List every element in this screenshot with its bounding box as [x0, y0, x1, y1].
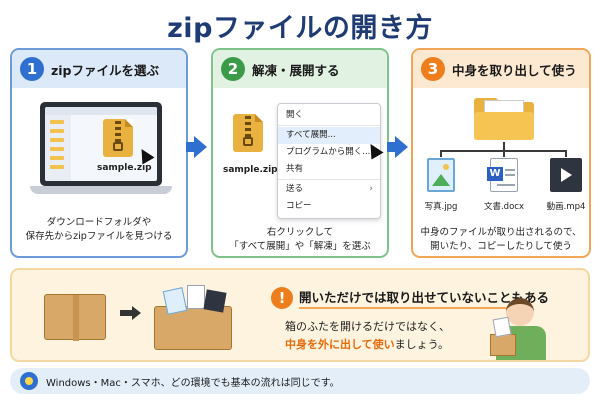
- tip-text: Windows・Mac・スマホ、どの環境でも基本の流れは同じです。: [46, 377, 340, 389]
- warning-emphasis: 中身を外に出して使い: [285, 338, 395, 351]
- word-document-icon[interactable]: W: [487, 158, 518, 192]
- warning-icon: !: [271, 287, 293, 309]
- step-1-caption-line1: ダウンロードフォルダや: [46, 217, 152, 228]
- context-menu: 開く すべて展開... プログラムから開く... 共有 送る › コピー: [277, 103, 381, 219]
- warning-title: 開いただけでは取り出せていないこともある: [299, 290, 550, 305]
- file-name-video: 動画.mp4: [546, 202, 586, 212]
- step-1-panel: 1 zipファイルを選ぶ sample.zip ダウンロードフォルダや 保存先か…: [10, 48, 188, 258]
- menu-item-copy[interactable]: コピー: [286, 201, 312, 211]
- zip-file-name: sample.zip: [223, 165, 278, 175]
- step-2-caption-line1: 右クリックして: [266, 227, 334, 238]
- menu-item-open[interactable]: 開く: [286, 110, 304, 120]
- step-2-heading: 解凍・展開する: [252, 62, 340, 78]
- image-file-icon[interactable]: [427, 158, 455, 192]
- step-3-heading: 中身を取り出して使う: [452, 62, 577, 78]
- menu-item-send-to-label: 送る: [286, 184, 304, 194]
- zip-file-icon[interactable]: [103, 119, 133, 157]
- step-3-number: 3: [421, 57, 445, 81]
- arrow-right-icon: [120, 310, 134, 316]
- open-folder-icon: [474, 98, 534, 140]
- video-file-icon[interactable]: [550, 158, 582, 192]
- step-2-header: 2 解凍・展開する: [213, 50, 387, 88]
- step-1-heading: zipファイルを選ぶ: [51, 62, 160, 78]
- menu-item-share[interactable]: 共有: [286, 164, 304, 174]
- file-name-photo: 写真.jpg: [424, 202, 458, 212]
- warning-text-line1: 箱のふたを開けるだけではなく、: [285, 320, 450, 333]
- arrow-right-icon-head: [132, 306, 141, 320]
- zip-file-icon[interactable]: [233, 114, 263, 152]
- step-3-header: 3 中身を取り出して使う: [413, 50, 589, 88]
- step-1-number: 1: [20, 57, 44, 81]
- open-box-icon: [154, 285, 232, 350]
- person-illustration: [490, 298, 570, 360]
- warning-panel: ! 開いただけでは取り出せていないこともある 箱のふたを開けるだけではなく、 中…: [10, 268, 590, 362]
- step-3-caption-line1: 中身のファイルが取り出されるので、: [420, 227, 582, 238]
- lightbulb-icon: [20, 372, 38, 390]
- arrow-right-icon: [387, 136, 408, 158]
- warning-text-line2-rest: ましょう。: [394, 338, 450, 351]
- laptop-illustration: sample.zip: [30, 102, 172, 202]
- step-3-caption-line2: 開いたり、コピーしたりして使う: [430, 241, 572, 252]
- arrow-right-icon: [186, 136, 207, 158]
- explorer-sidebar: [45, 115, 71, 181]
- file-name-document: 文書.docx: [483, 202, 524, 212]
- file-explorer-window: sample.zip: [45, 107, 157, 181]
- step-1-caption-line2: 保存先からzipファイルを見つける: [25, 231, 173, 242]
- page-title: zipファイルの開き方: [167, 13, 433, 44]
- step-3-panel: 3 中身を取り出して使う 中身のファイルが取り出されるので、 開いたり、コピーし…: [411, 48, 591, 258]
- tip-bar: Windows・Mac・スマホ、どの環境でも基本の流れは同じです。: [10, 368, 590, 394]
- chevron-right-icon: ›: [369, 184, 373, 194]
- warning-text-line2: 中身を外に出して使いましょう。: [285, 336, 449, 352]
- step-2-number: 2: [221, 57, 245, 81]
- closed-box-icon: [44, 294, 106, 341]
- menu-item-send-to[interactable]: 送る ›: [278, 181, 380, 198]
- zip-file-name: sample.zip: [97, 163, 152, 173]
- step-2-panel: 2 解凍・展開する sample.zip 右クリックして 「すべて展開」や「解凍…: [211, 48, 389, 258]
- menu-item-extract-all[interactable]: すべて展開...: [278, 127, 380, 144]
- step-2-caption-line2: 「すべて展開」や「解凍」を選ぶ: [229, 241, 371, 252]
- menu-item-open-with[interactable]: プログラムから開く...: [286, 147, 371, 157]
- step-1-header: 1 zipファイルを選ぶ: [12, 50, 186, 88]
